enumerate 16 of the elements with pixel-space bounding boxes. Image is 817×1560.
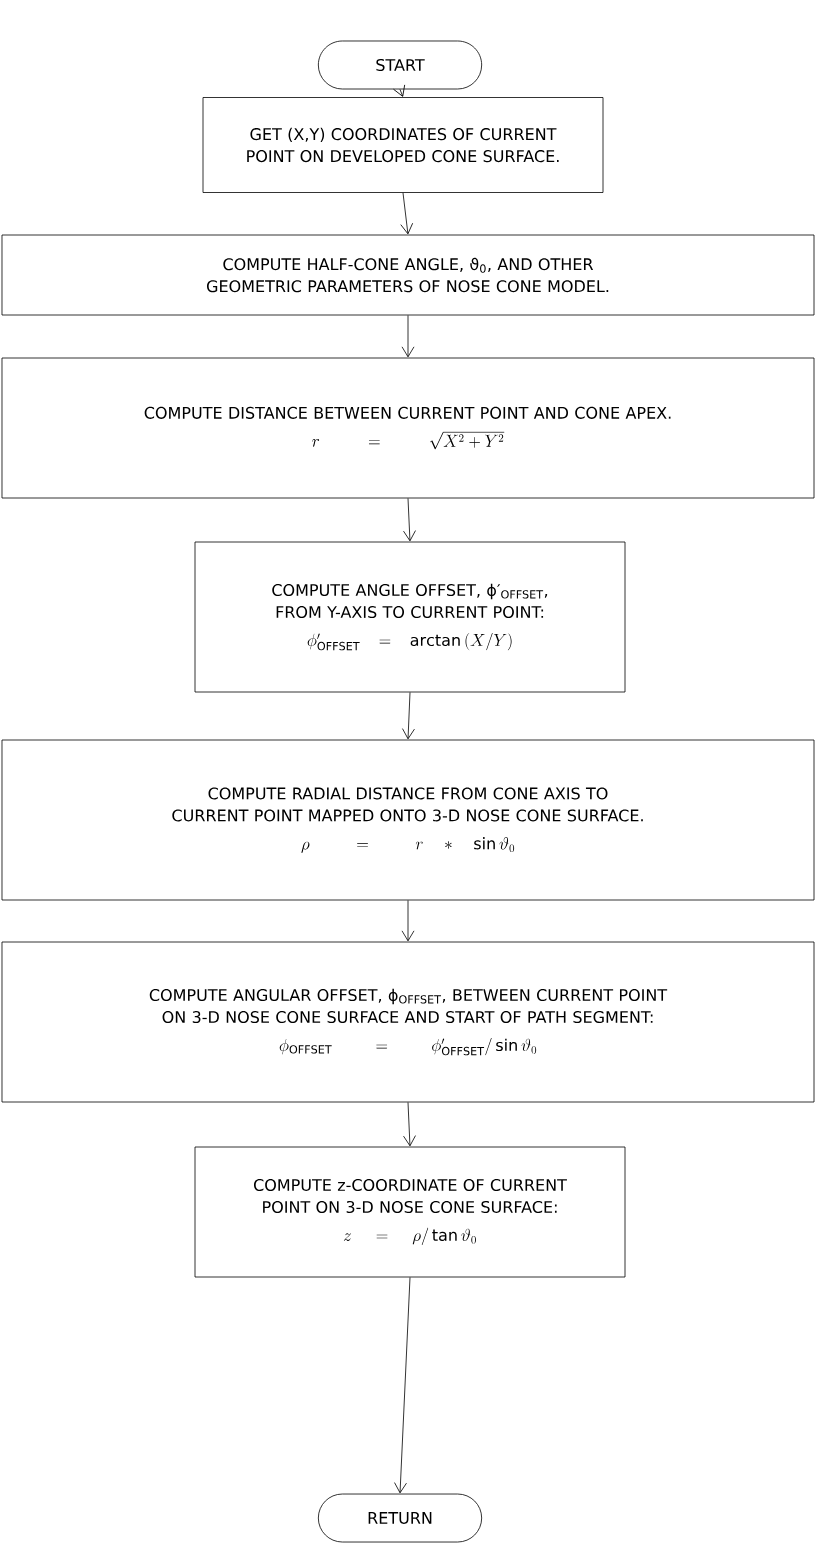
arrow — [394, 1277, 411, 1494]
arrow — [401, 315, 415, 358]
process-box: COMPUTE ANGLE OFFSET, ϕ′$_{OFFSET}$, FROM Y-AXIS TO CURRENT POINT: $\phi'_{\mathrm{OFFSET}} = \mathrm{arctan}\,(X/Y)$ — [194, 541, 626, 693]
process-box: COMPUTE DISTANCE BETWEEN CURRENT POINT AND CONE APEX. $r = \sqrt{X^{2} + Y^{2}}$ — [1, 357, 815, 499]
process-box: COMPUTE ANGULAR OFFSET, ϕ$_{OFFSET}$, BETWEEN CURRENT POINT ON 3-D NOSE CONE SURFACE AND START OF PATH SEGMENT: $\phi_{\mathrm{OFFSET}} = \phi'_{\mathrm{OFFSET}} / \sin\vartheta_{0}$ — [1, 941, 815, 1103]
arrow — [400, 192, 414, 235]
arrow — [403, 498, 416, 542]
process-box: COMPUTE z-COORDINATE OF CURRENT POINT ON 3-D NOSE CONE SURFACE: $z = \rho / \tan\vartheta_{0}$ — [194, 1146, 626, 1278]
process-box: COMPUTE RADIAL DISTANCE FROM CONE AXIS TO CURRENT POINT MAPPED ONTO 3-D NOSE CONE SURFACE. $\rho = r * \sin\vartheta_{0}$ — [1, 739, 815, 901]
arrow — [401, 900, 415, 942]
terminal-box: RETURN — [317, 1493, 483, 1543]
arrow — [402, 692, 415, 740]
process-box: GET (X,Y) COORDINATES OF CURRENT POINT ON DEVELOPED CONE SURFACE. — [202, 97, 604, 193]
terminal-box: START — [317, 40, 483, 90]
arrow — [403, 1102, 416, 1147]
process-box: COMPUTE HALF-CONE ANGLE, ϑ$_{0}$, AND OTHER GEOMETRIC PARAMETERS OF NOSE CONE MODEL. — [1, 234, 815, 316]
